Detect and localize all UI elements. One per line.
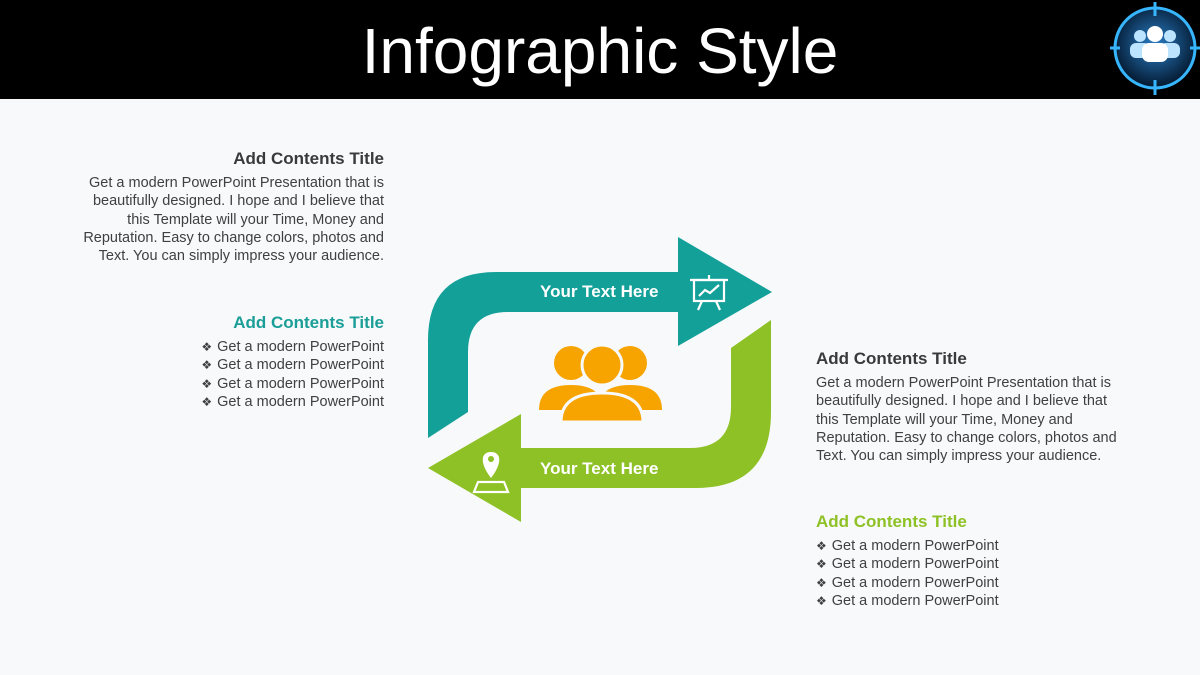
team-logo-icon	[1110, 2, 1200, 95]
right-top-line-5: Text. You can simply impress your audien…	[816, 448, 1102, 465]
list-item: Get a modern PowerPoint	[816, 592, 1156, 610]
list-item: Get a modern PowerPoint	[60, 338, 384, 356]
right-top-title: Add Contents Title	[816, 349, 967, 368]
left-bottom-block: Add Contents Title Get a modern PowerPoi…	[60, 312, 384, 411]
left-top-line-3: this Template will your Time, Money and	[127, 211, 384, 228]
left-top-line-4: Reputation. Easy to change colors, photo…	[83, 229, 384, 246]
title-bar: Infographic Style	[0, 0, 1200, 99]
cycle-arrows-svg	[428, 237, 772, 522]
list-item: Get a modern PowerPoint	[60, 393, 384, 411]
green-arrow-shape	[428, 320, 771, 522]
list-item: Get a modern PowerPoint	[816, 555, 1156, 573]
right-top-line-2: beautifully designed. I hope and I belie…	[816, 393, 1108, 410]
left-top-line-2: beautifully designed. I hope and I belie…	[92, 193, 384, 210]
left-bottom-title: Add Contents Title	[233, 313, 384, 332]
slide-title: Infographic Style	[361, 15, 839, 87]
list-item: Get a modern PowerPoint	[816, 574, 1156, 592]
list-item: Get a modern PowerPoint	[816, 537, 1156, 555]
presentation-board-icon	[690, 275, 728, 311]
list-item: Get a modern PowerPoint	[60, 356, 384, 374]
right-top-line-4: Reputation. Easy to change colors, photo…	[816, 429, 1117, 446]
right-bottom-title: Add Contents Title	[816, 512, 967, 531]
team-people-icon	[539, 343, 662, 424]
bottom-arrow-label: Your Text Here	[540, 459, 659, 478]
left-top-title: Add Contents Title	[233, 149, 384, 168]
right-top-line-3: this Template will your Time, Money and	[816, 411, 1073, 428]
list-item: Get a modern PowerPoint	[60, 375, 384, 393]
left-top-line-1: Get a modern PowerPoint Presentation tha…	[89, 175, 384, 191]
right-top-line-1: Get a modern PowerPoint Presentation tha…	[816, 375, 1111, 391]
top-arrow-label: Your Text Here	[540, 282, 659, 301]
left-top-line-5: Text. You can simply impress your audien…	[98, 248, 384, 265]
left-top-block: Add Contents Title Get a modern PowerPoi…	[60, 148, 384, 265]
right-bottom-block: Add Contents Title Get a modern PowerPoi…	[816, 511, 1156, 610]
right-bullet-list: Get a modern PowerPoint Get a modern Pow…	[816, 537, 1156, 610]
left-bullet-list: Get a modern PowerPoint Get a modern Pow…	[60, 338, 384, 411]
cycle-arrows-diagram: Your Text Here Your Text Here	[420, 230, 780, 530]
right-top-block: Add Contents Title Get a modern PowerPoi…	[816, 348, 1156, 465]
map-pin-icon	[472, 452, 510, 494]
teal-arrow-shape	[428, 237, 772, 438]
